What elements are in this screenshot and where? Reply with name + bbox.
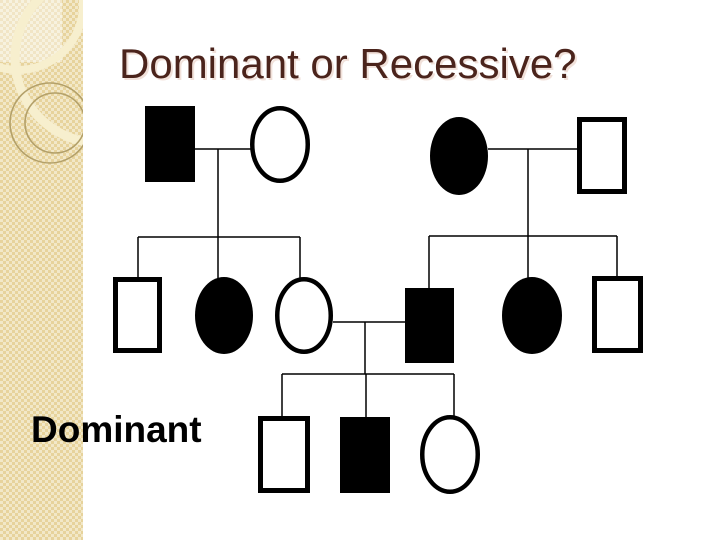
- pedigree-member-III-3: [420, 415, 480, 494]
- pedigree-member-III-2: [340, 417, 390, 493]
- outline-ring-inner: [24, 92, 83, 154]
- outline-ring-outer: [9, 82, 83, 164]
- sidebar-rings-graphic: [0, 0, 83, 164]
- pedigree-member-II-1: [113, 277, 162, 353]
- pedigree-member-III-1: [258, 416, 310, 493]
- pedigree-member-II-4: [405, 288, 454, 363]
- cream-ring-large: [10, 0, 83, 146]
- pedigree-member-I-4: [577, 117, 627, 194]
- pedigree-member-II-3: [275, 277, 333, 354]
- pedigree-member-I-2: [250, 106, 310, 183]
- pedigree-member-I-1: [145, 106, 195, 182]
- slide-title: Dominant or Recessive?: [119, 40, 577, 87]
- answer-label: Dominant: [31, 409, 202, 450]
- pedigree-member-II-5: [502, 277, 562, 354]
- pedigree-member-II-6: [592, 276, 643, 353]
- pedigree-member-I-3: [430, 117, 488, 195]
- pedigree-member-II-2: [195, 277, 253, 354]
- sidebar-decoration: [0, 0, 83, 540]
